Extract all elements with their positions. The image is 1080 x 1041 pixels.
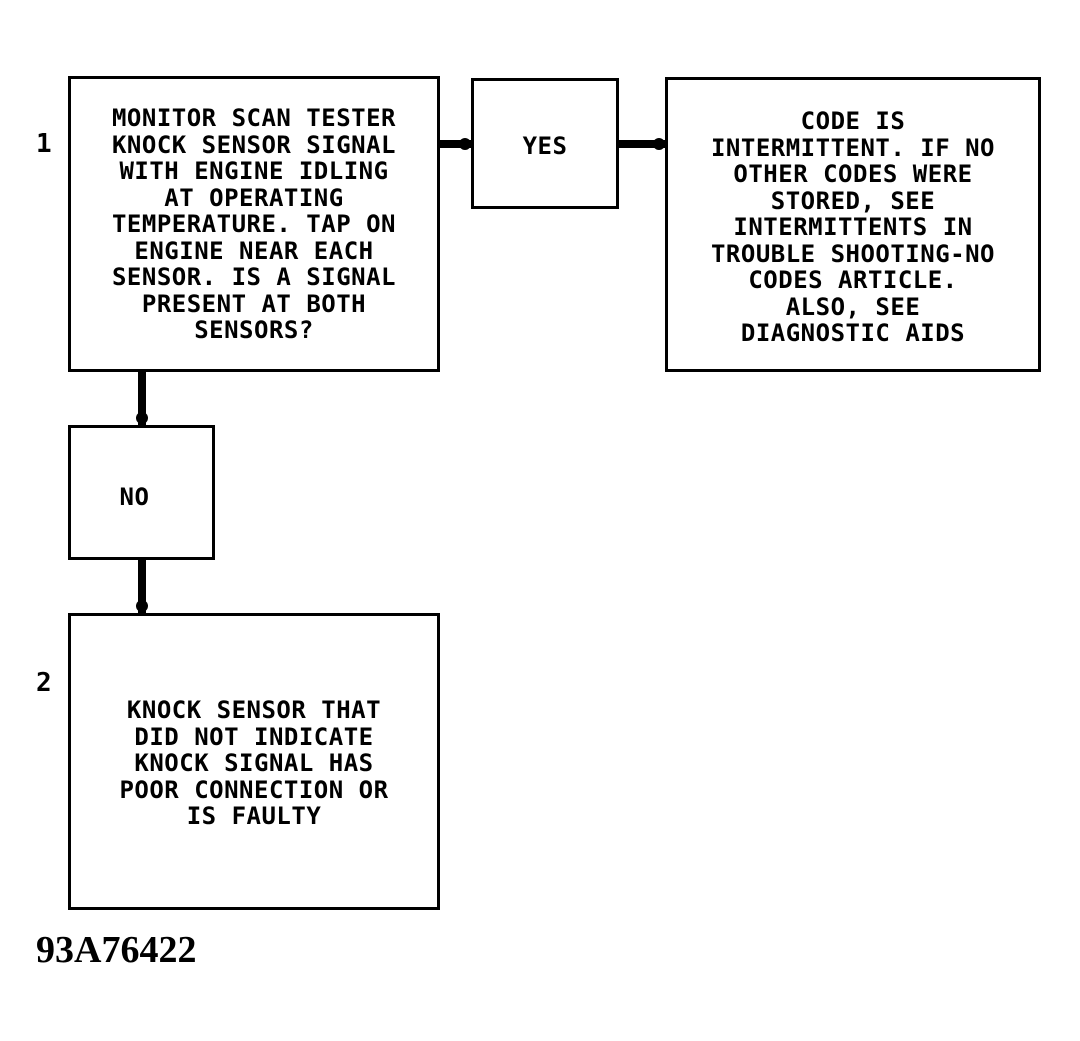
step1-question-text: MONITOR SCAN TESTER KNOCK SENSOR SIGNAL … (111, 104, 397, 344)
connector-dot (459, 138, 471, 150)
connector-dot (653, 138, 665, 150)
figure-id: 93A76422 (36, 929, 197, 971)
yes-box: YES (471, 78, 619, 209)
no-label: NO (119, 483, 150, 511)
step-number-1: 1 (36, 129, 52, 159)
step2-result-box: KNOCK SENSOR THAT DID NOT INDICATE KNOCK… (68, 613, 440, 910)
connector-dot (136, 412, 148, 424)
no-box: NO (68, 425, 215, 560)
step-number-2: 2 (36, 668, 52, 698)
step2-result-text: KNOCK SENSOR THAT DID NOT INDICATE KNOCK… (119, 696, 389, 830)
yes-result-box: CODE IS INTERMITTENT. IF NO OTHER CODES … (665, 77, 1041, 372)
connector-dot (136, 600, 148, 612)
yes-result-text: CODE IS INTERMITTENT. IF NO OTHER CODES … (710, 107, 996, 347)
yes-label: YES (522, 132, 568, 160)
step1-question-box: MONITOR SCAN TESTER KNOCK SENSOR SIGNAL … (68, 76, 440, 372)
